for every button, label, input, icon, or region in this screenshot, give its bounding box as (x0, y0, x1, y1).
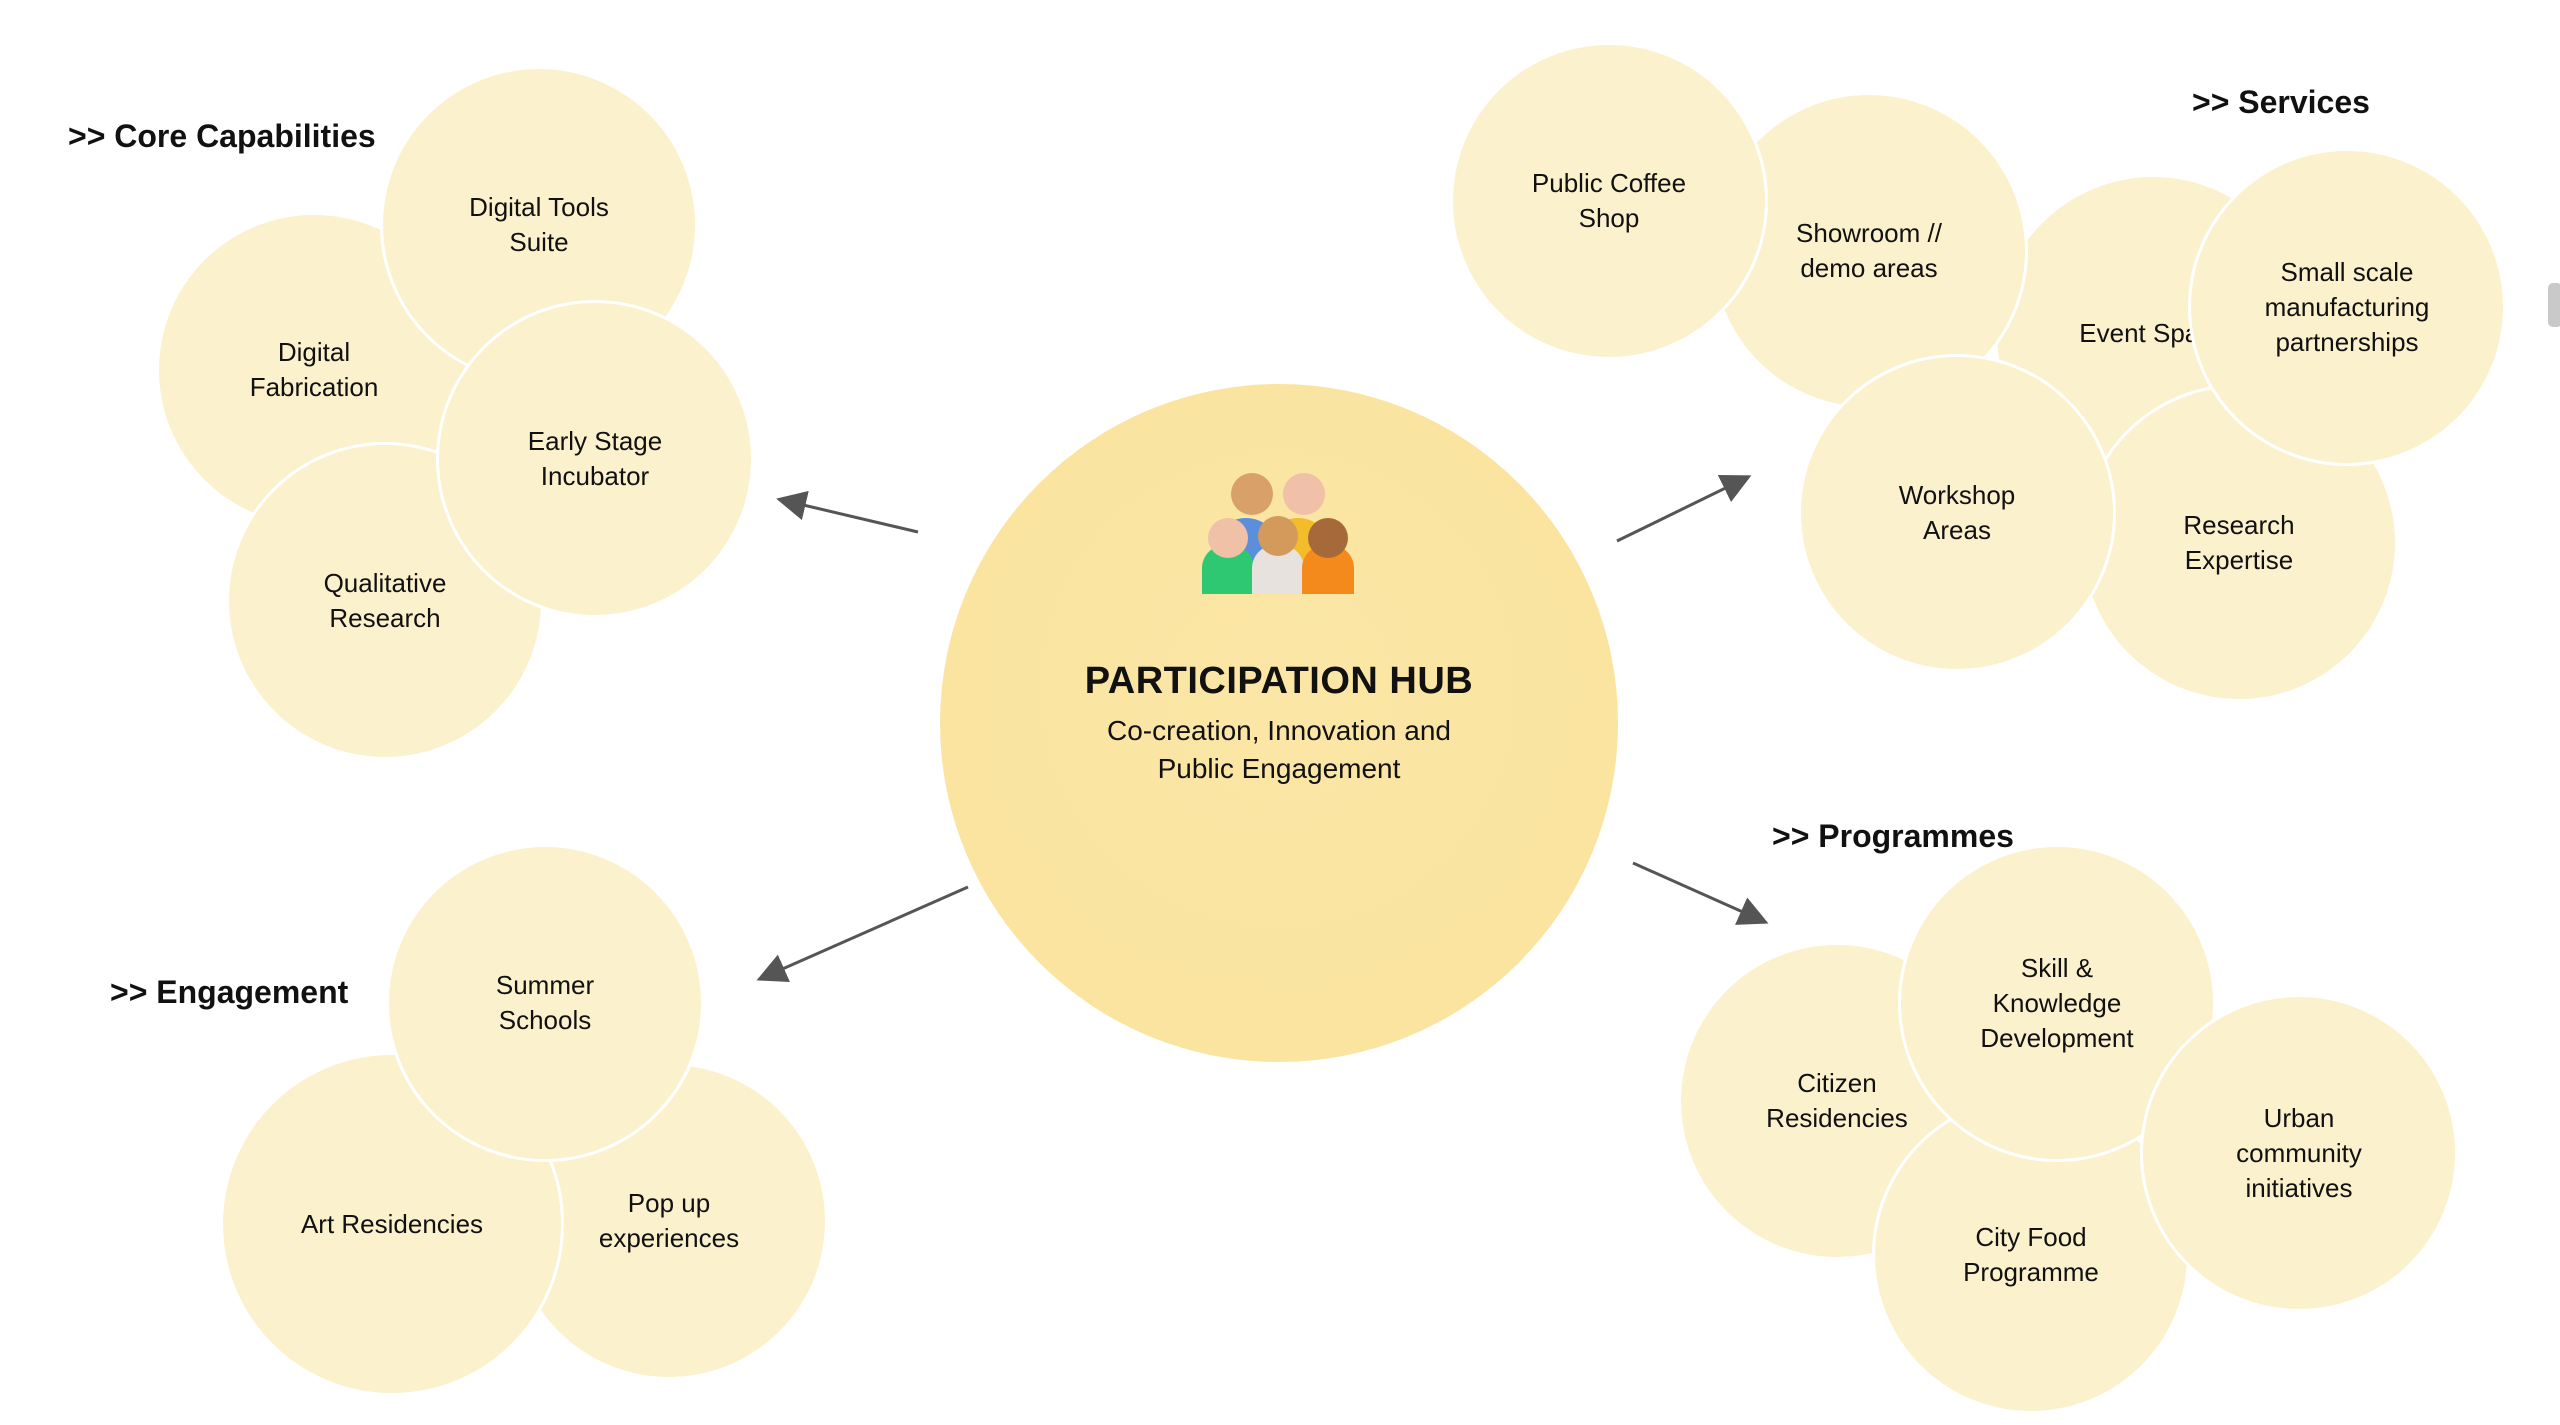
scrollbar-handle[interactable] (2548, 283, 2560, 327)
qualitative-research-label: Qualitative Research (323, 568, 447, 633)
workshop-areas-bubble: Workshop Areas (1798, 354, 2116, 672)
people-group-icon (1202, 473, 1354, 594)
skill-knowledge-development-label: Skill & Knowledge Development (1980, 952, 2134, 1053)
arrow-to-services (1616, 475, 1752, 543)
programmes-heading: >> Programmes (1772, 818, 2014, 854)
urban-community-initiatives-label: Urban community initiatives (2236, 1102, 2362, 1203)
research-expertise-label: Research Expertise (2183, 510, 2295, 575)
summer-schools-bubble: Summer Schools (386, 844, 704, 1162)
urban-community-initiatives-bubble: Urban community initiatives (2140, 994, 2458, 1312)
core-capabilities-heading: >> Core Capabilities (68, 118, 376, 154)
digital-fabrication-label: Digital Fabrication (249, 337, 379, 402)
arrow-to-core-capabilities (776, 490, 919, 534)
public-coffee-shop-label: Public Coffee Shop (1531, 168, 1687, 233)
pop-up-experiences-label: Pop up experiences (598, 1188, 740, 1253)
early-stage-incubator-label: Early Stage Incubator (527, 426, 663, 491)
small-scale-manufacturing-label: Small scale manufacturing partnerships (2264, 256, 2430, 357)
showroom-demo-areas-label: Showroom // demo areas (1796, 218, 1942, 283)
small-scale-manufacturing-bubble: Small scale manufacturing partnerships (2188, 148, 2506, 466)
art-residencies-label: Art Residencies (300, 1208, 484, 1239)
arrow-to-engagement (756, 885, 969, 983)
engagement-heading: >> Engagement (110, 974, 349, 1010)
hub-subtitle: Co-creation, Innovation and Public Engag… (1107, 715, 1451, 784)
arrow-to-programmes (1632, 861, 1769, 925)
city-food-programme-label: City Food Programme (1963, 1222, 2099, 1287)
citizen-residencies-label: Citizen Residencies (1766, 1068, 1908, 1133)
hub-title: PARTICIPATION HUB (1084, 660, 1474, 702)
workshop-areas-label: Workshop Areas (1898, 480, 2016, 545)
services-heading: >> Services (2192, 84, 2370, 120)
summer-schools-label: Summer Schools (495, 970, 595, 1035)
public-coffee-shop-bubble: Public Coffee Shop (1450, 42, 1768, 360)
participation-hub-circle (940, 384, 1618, 1062)
digital-tools-suite-label: Digital Tools Suite (469, 192, 609, 257)
early-stage-incubator-bubble: Early Stage Incubator (436, 300, 754, 618)
